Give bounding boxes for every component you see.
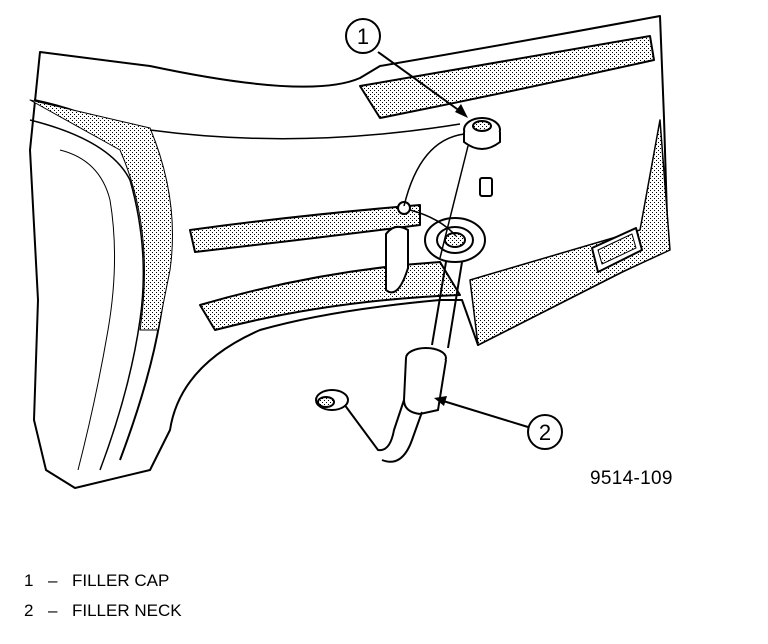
legend-item: 2 – FILLER NECK	[24, 596, 182, 626]
legend: 1 – FILLER CAP 2 – FILLER NECK	[24, 566, 182, 626]
legend-number: 2	[24, 601, 34, 620]
figure-code: 9514-109	[590, 468, 673, 489]
filler-neck	[315, 261, 463, 463]
fuel-door-housing	[385, 201, 486, 294]
fuel-filler-illustration: 1 2	[29, 15, 671, 489]
callout-2: 2	[434, 396, 563, 450]
legend-number: 1	[24, 571, 34, 590]
filler-cap	[403, 117, 501, 259]
legend-dash: –	[48, 571, 58, 590]
legend-label: FILLER NECK	[72, 601, 182, 620]
legend-label: FILLER CAP	[72, 571, 170, 590]
legend-dash: –	[48, 601, 58, 620]
quarter-panel	[29, 15, 671, 489]
legend-item: 1 – FILLER CAP	[24, 566, 182, 596]
callout-1-number: 1	[357, 24, 369, 49]
callout-1: 1	[345, 18, 468, 118]
callout-2-number: 2	[539, 420, 551, 445]
